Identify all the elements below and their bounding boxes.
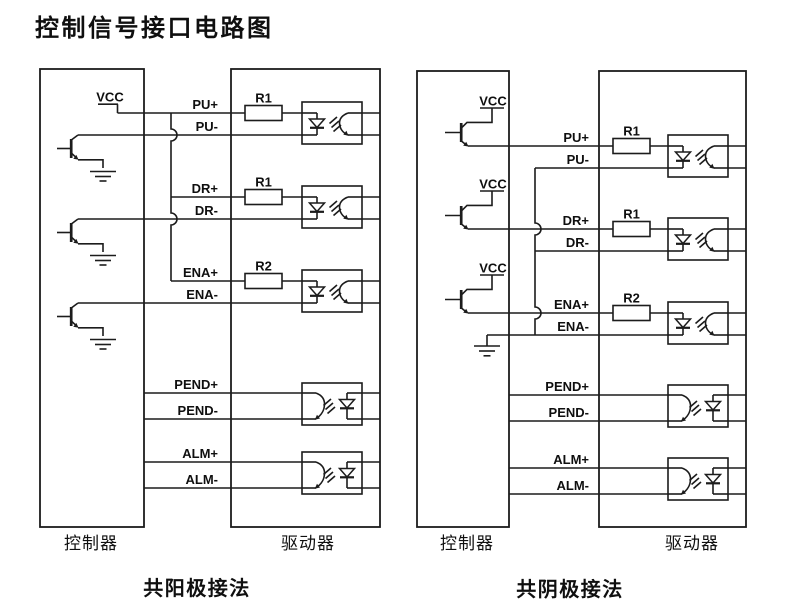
optocoupler-icon xyxy=(666,456,730,502)
signal-label-dr-plus: DR+ xyxy=(563,213,590,228)
signal-label-ena-plus: ENA+ xyxy=(183,265,218,280)
signal-label-pend-plus: PEND+ xyxy=(174,377,218,392)
resistor-label-r1a: R1 xyxy=(255,91,272,106)
optocoupler-icon xyxy=(300,184,364,230)
signal-label-alm-minus: ALM- xyxy=(186,472,219,487)
page-title: 控制信号接口电路图 xyxy=(35,14,274,42)
signal-label-dr-minus: DR- xyxy=(566,235,589,250)
right-diagram: VCC VCC VCC PU+ PU- DR+ DR- ENA+ ENA- PE… xyxy=(416,70,747,601)
signal-label-pend-minus: PEND- xyxy=(549,405,589,420)
vcc-label: VCC xyxy=(479,177,507,192)
optocoupler-icon xyxy=(300,268,364,314)
diagram-caption: 共阳极接法 xyxy=(143,576,251,600)
resistor-icon xyxy=(244,104,283,122)
vcc-label: VCC xyxy=(96,90,124,105)
controller-box xyxy=(39,68,145,528)
driver-label: 驱动器 xyxy=(281,534,335,553)
signal-label-pu-minus: PU- xyxy=(567,152,589,167)
signal-label-pend-minus: PEND- xyxy=(178,403,218,418)
signal-label-ena-minus: ENA- xyxy=(186,287,218,302)
resistor-icon xyxy=(612,137,651,155)
signal-label-pu-plus: PU+ xyxy=(192,97,218,112)
signal-label-alm-plus: ALM+ xyxy=(182,446,218,461)
signal-label-dr-minus: DR- xyxy=(195,203,218,218)
optocoupler-icon xyxy=(666,133,730,179)
optocoupler-icon xyxy=(666,300,730,346)
diagram-caption: 共阴极接法 xyxy=(516,577,624,601)
vcc-label: VCC xyxy=(479,94,507,109)
resistor-label-r1a: R1 xyxy=(623,124,640,139)
optocoupler-icon xyxy=(666,216,730,262)
resistor-label-r1b: R1 xyxy=(255,175,272,190)
signal-label-alm-minus: ALM- xyxy=(557,478,590,493)
optocoupler-icon xyxy=(666,383,730,429)
signal-label-pu-plus: PU+ xyxy=(563,130,589,145)
resistor-label-r1b: R1 xyxy=(623,207,640,222)
resistor-label-r2: R2 xyxy=(623,291,640,306)
signal-label-ena-minus: ENA- xyxy=(557,319,589,334)
resistor-label-r2: R2 xyxy=(255,259,272,274)
signal-label-ena-plus: ENA+ xyxy=(554,297,589,312)
resistor-icon xyxy=(612,220,651,238)
optocoupler-icon xyxy=(300,100,364,146)
controller-label: 控制器 xyxy=(64,534,118,553)
resistor-icon xyxy=(612,304,651,322)
controller-label: 控制器 xyxy=(440,534,494,553)
signal-label-pu-minus: PU- xyxy=(196,119,218,134)
controller-box xyxy=(416,70,510,528)
resistor-icon xyxy=(244,272,283,290)
optocoupler-icon xyxy=(300,450,364,496)
signal-label-pend-plus: PEND+ xyxy=(545,379,589,394)
driver-label: 驱动器 xyxy=(665,534,719,553)
signal-label-alm-plus: ALM+ xyxy=(553,452,589,467)
left-diagram: VCC PU+ PU- DR+ DR- ENA+ ENA- PEND+ PEND… xyxy=(39,68,381,600)
optocoupler-icon xyxy=(300,381,364,427)
resistor-icon xyxy=(244,188,283,206)
signal-label-dr-plus: DR+ xyxy=(192,181,219,196)
vcc-label: VCC xyxy=(479,261,507,276)
